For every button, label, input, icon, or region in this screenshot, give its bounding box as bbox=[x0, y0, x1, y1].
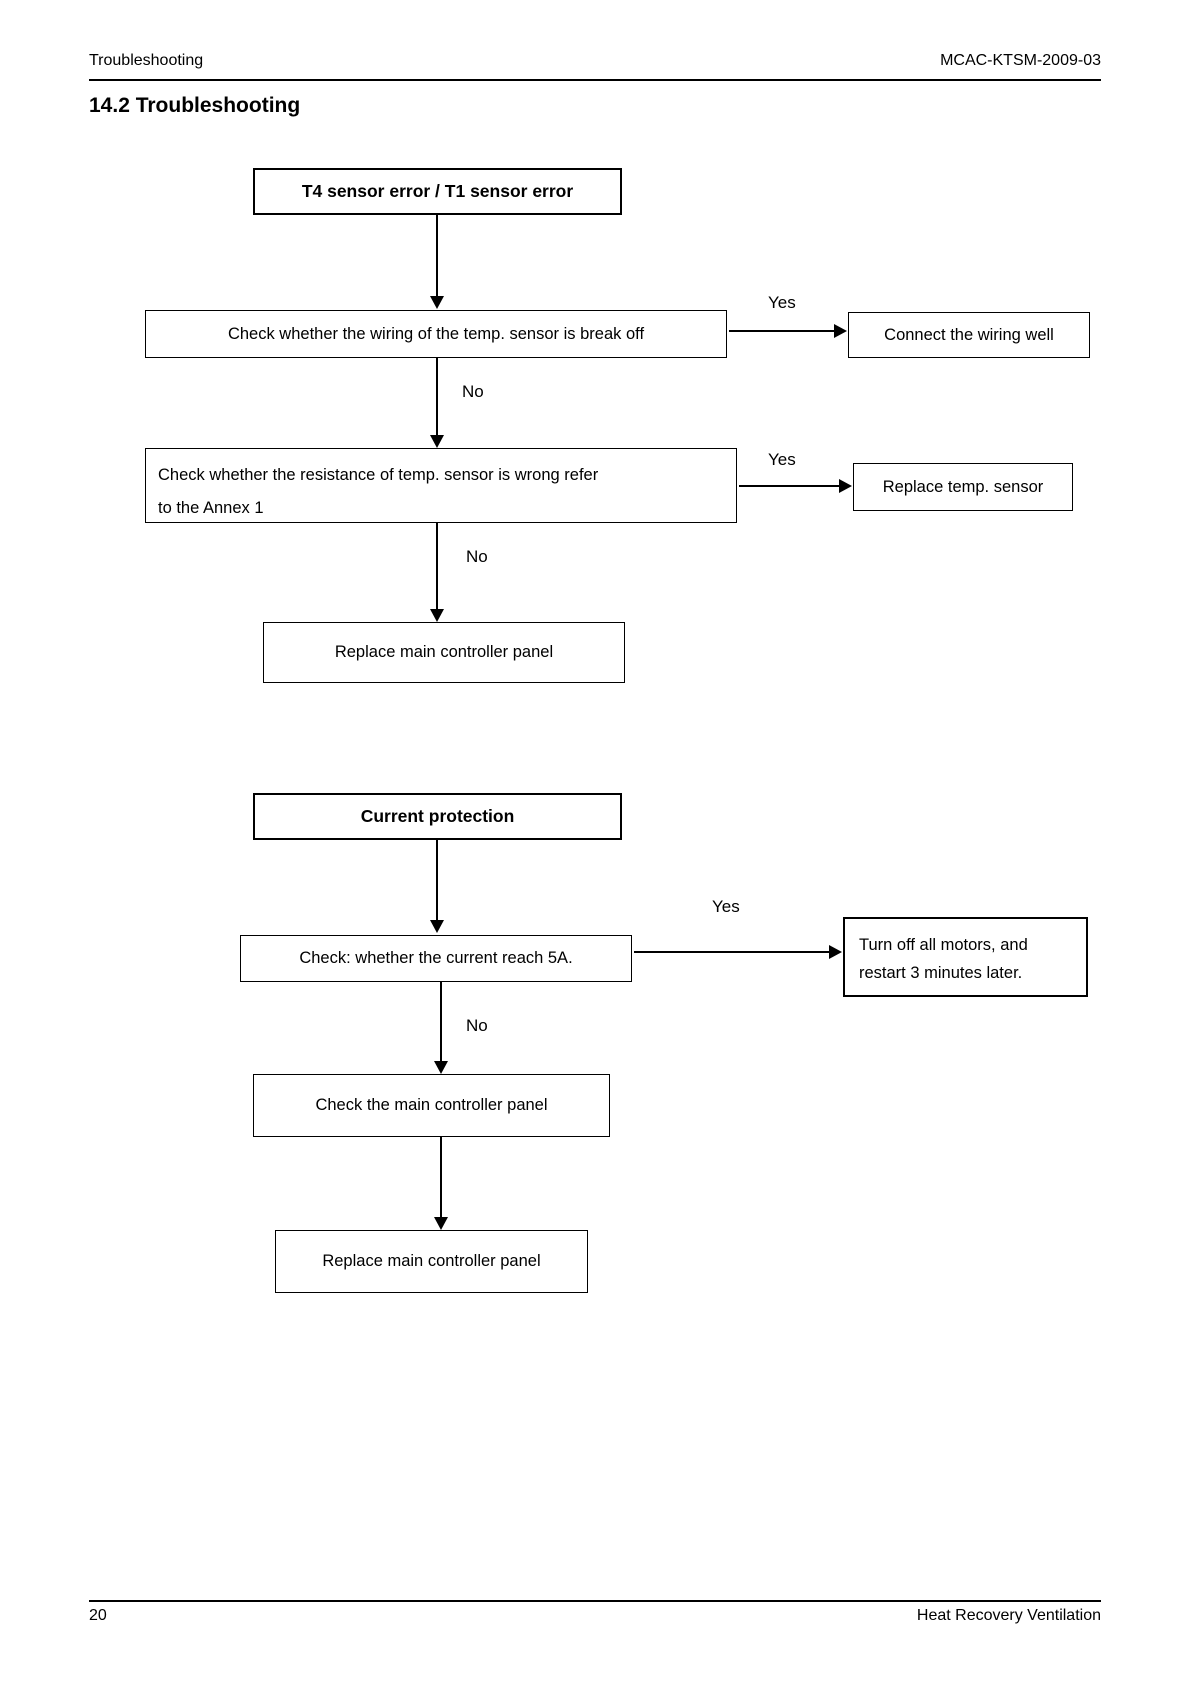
arrow-line-no-3 bbox=[440, 982, 442, 1061]
arrow-line-yes-3 bbox=[634, 951, 829, 953]
arrow-line-flow1-title-to-check-wiring bbox=[436, 215, 438, 296]
arrow-down-icon bbox=[434, 1061, 448, 1074]
arrow-line-check-to-replace bbox=[440, 1137, 442, 1217]
arrow-right-icon bbox=[829, 945, 842, 959]
arrow-right-icon bbox=[839, 479, 852, 493]
footer-doc-title: Heat Recovery Ventilation bbox=[916, 1607, 1101, 1624]
flow2-title-node: Current protection bbox=[253, 793, 622, 840]
header-doc-code: MCAC-KTSM-2009-03 bbox=[940, 52, 1101, 69]
footer-divider bbox=[89, 1600, 1101, 1602]
header-divider bbox=[89, 79, 1101, 81]
arrow-line-yes-2 bbox=[739, 485, 839, 487]
flow2-check-main-controller-node: Check the main controller panel bbox=[253, 1074, 610, 1137]
arrow-down-icon bbox=[430, 609, 444, 622]
flow2-turn-off-line2: restart 3 minutes later. bbox=[859, 964, 1023, 982]
arrow-down-icon bbox=[430, 296, 444, 309]
flow1-replace-main-controller-node: Replace main controller panel bbox=[263, 622, 625, 683]
flow1-check-resistance-line2: to the Annex 1 bbox=[158, 499, 264, 517]
arrow-line-no-2 bbox=[436, 523, 438, 609]
header-section-label: Troubleshooting bbox=[89, 52, 204, 69]
flow1-title-node: T4 sensor error / T1 sensor error bbox=[253, 168, 622, 215]
flow1-replace-temp-sensor-node: Replace temp. sensor bbox=[853, 463, 1073, 511]
arrow-line-yes-1 bbox=[729, 330, 834, 332]
arrow-down-icon bbox=[430, 920, 444, 933]
label-yes-1: Yes bbox=[768, 293, 796, 312]
section-title: 14.2 Troubleshooting bbox=[89, 94, 301, 117]
flow1-check-resistance-line1: Check whether the resistance of temp. se… bbox=[158, 466, 599, 484]
arrow-right-icon bbox=[834, 324, 847, 338]
arrow-line-no-1 bbox=[436, 358, 438, 435]
arrow-down-icon bbox=[434, 1217, 448, 1230]
flow2-turn-off-motors-node: Turn off all motors, and restart 3 minut… bbox=[843, 917, 1088, 997]
flow1-check-resistance-node: Check whether the resistance of temp. se… bbox=[145, 448, 737, 523]
flow2-check-current-node: Check: whether the current reach 5A. bbox=[240, 935, 632, 982]
flow2-turn-off-line1: Turn off all motors, and bbox=[859, 936, 1028, 954]
flow2-replace-main-controller-node: Replace main controller panel bbox=[275, 1230, 588, 1293]
label-no-3: No bbox=[466, 1016, 488, 1035]
label-no-1: No bbox=[462, 382, 484, 401]
label-yes-2: Yes bbox=[768, 450, 796, 469]
label-yes-3: Yes bbox=[712, 897, 740, 916]
flow1-check-wiring-node: Check whether the wiring of the temp. se… bbox=[145, 310, 727, 358]
arrow-line-flow2-title-to-check-current bbox=[436, 840, 438, 920]
label-no-2: No bbox=[466, 547, 488, 566]
flow1-connect-wiring-node: Connect the wiring well bbox=[848, 312, 1090, 358]
footer-page-number: 20 bbox=[89, 1607, 107, 1624]
arrow-down-icon bbox=[430, 435, 444, 448]
